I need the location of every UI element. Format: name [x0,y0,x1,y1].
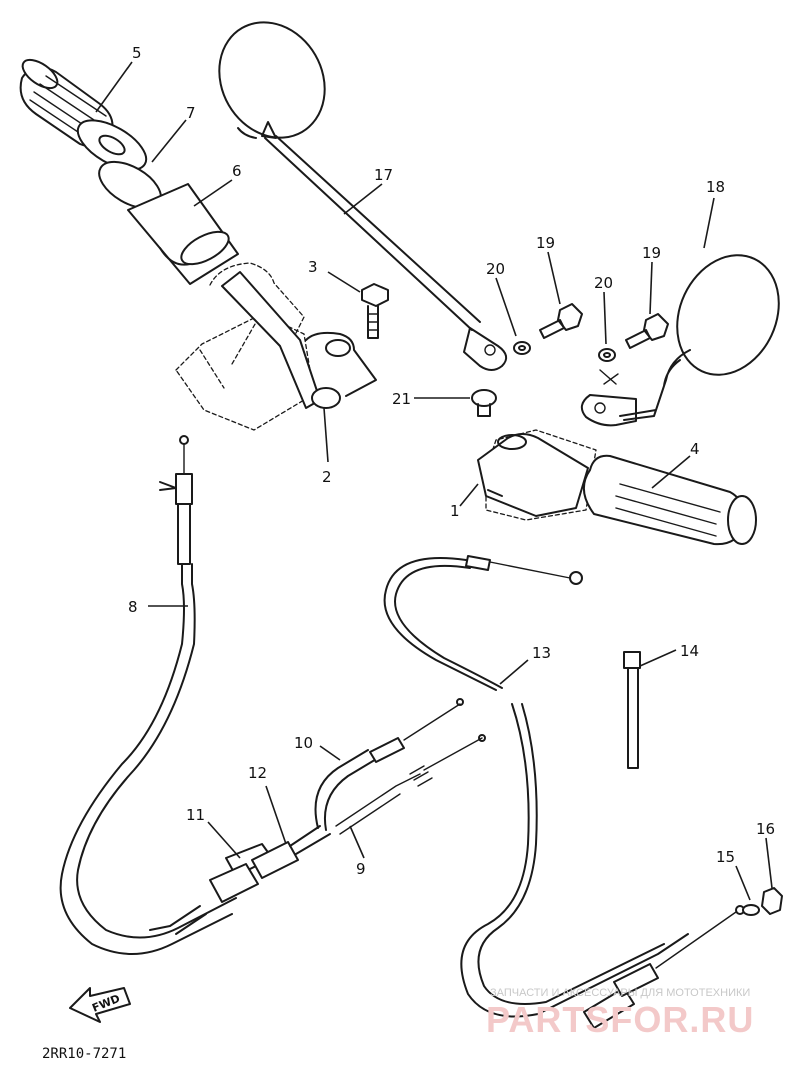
callout-11: 11 [186,806,205,824]
right-grip-assembly [477,429,757,546]
grip-collar [76,119,162,210]
callout-3: 3 [308,258,318,276]
callout-2: 2 [322,468,332,486]
diagram-code: 2RR10-7271 [42,1046,126,1062]
throttle-cable-assembly [149,698,486,935]
callout-10: 10 [294,734,313,752]
fwd-arrow: FWD [69,987,131,1023]
bolt-3 [361,283,389,339]
watermark-brand: PARTSFOR.RU [486,999,754,1040]
clutch-cable [59,435,237,955]
bolt-19-right [625,313,669,349]
throttle-tube [127,183,239,285]
callout-18: 18 [706,178,725,196]
starter-cable [383,555,745,1029]
screw-21 [471,389,497,417]
washer-20-left [513,341,531,355]
callout-5: 5 [132,44,142,62]
callout-14: 14 [680,642,699,660]
cap-16 [761,887,783,915]
callout-1: 1 [450,502,460,520]
callout-20-left: 20 [486,260,505,278]
right-mirror [580,254,780,427]
callout-19-right: 19 [642,244,661,262]
callout-numbers: 5 7 6 3 2 17 20 19 20 19 18 21 1 4 8 13 … [128,44,775,878]
callout-13: 13 [532,644,551,662]
callout-8: 8 [128,598,138,616]
callout-21: 21 [392,390,411,408]
callout-6: 6 [232,162,242,180]
washer-15 [742,904,760,916]
bolt-19-left [539,303,583,339]
washer-20-right [598,348,616,362]
handlebar-left-housing [175,262,377,431]
leader-lines [95,61,773,901]
callout-7: 7 [186,104,196,122]
watermark-tagline: ЗАПЧАСТИ И АКСЕССУАРЫ ДЛЯ МОТОТЕХНИКИ [490,987,750,999]
callout-15: 15 [716,848,735,866]
callout-9: 9 [356,860,366,878]
callout-16: 16 [756,820,775,838]
callout-20-right: 20 [594,274,613,292]
cable-tie [623,651,641,769]
callout-17: 17 [374,166,393,184]
callout-12: 12 [248,764,267,782]
callout-4: 4 [690,440,700,458]
left-mirror [218,21,508,371]
callout-19-left: 19 [536,234,555,252]
